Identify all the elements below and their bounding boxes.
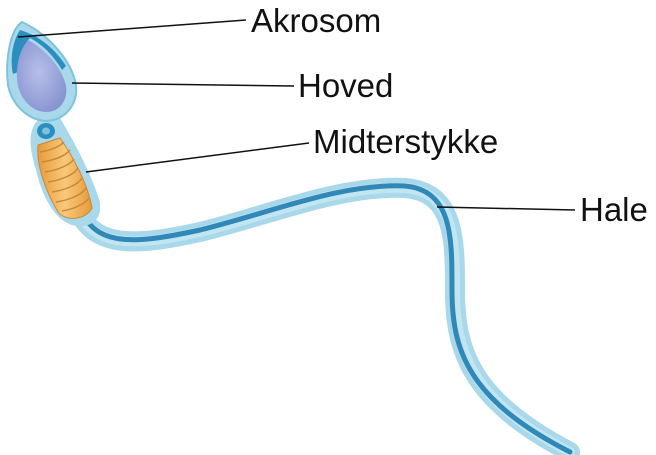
midpiece [37,137,93,219]
leader-line-hale [436,206,576,211]
leader-line-akrosom [17,19,247,38]
tail-core [79,183,573,455]
tail-sheath [68,177,580,455]
neck-centriole-inner [42,127,50,135]
label-akrosom: Akrosom [251,2,382,39]
label-midterstykke: Midterstykke [313,123,499,160]
acrosome [11,30,66,74]
head-nucleus [16,40,67,112]
leader-line-midterstykke [85,142,310,173]
label-hale: Hale [580,191,648,228]
leader-line-hoved [71,82,295,87]
label-hoved: Hoved [298,67,394,104]
